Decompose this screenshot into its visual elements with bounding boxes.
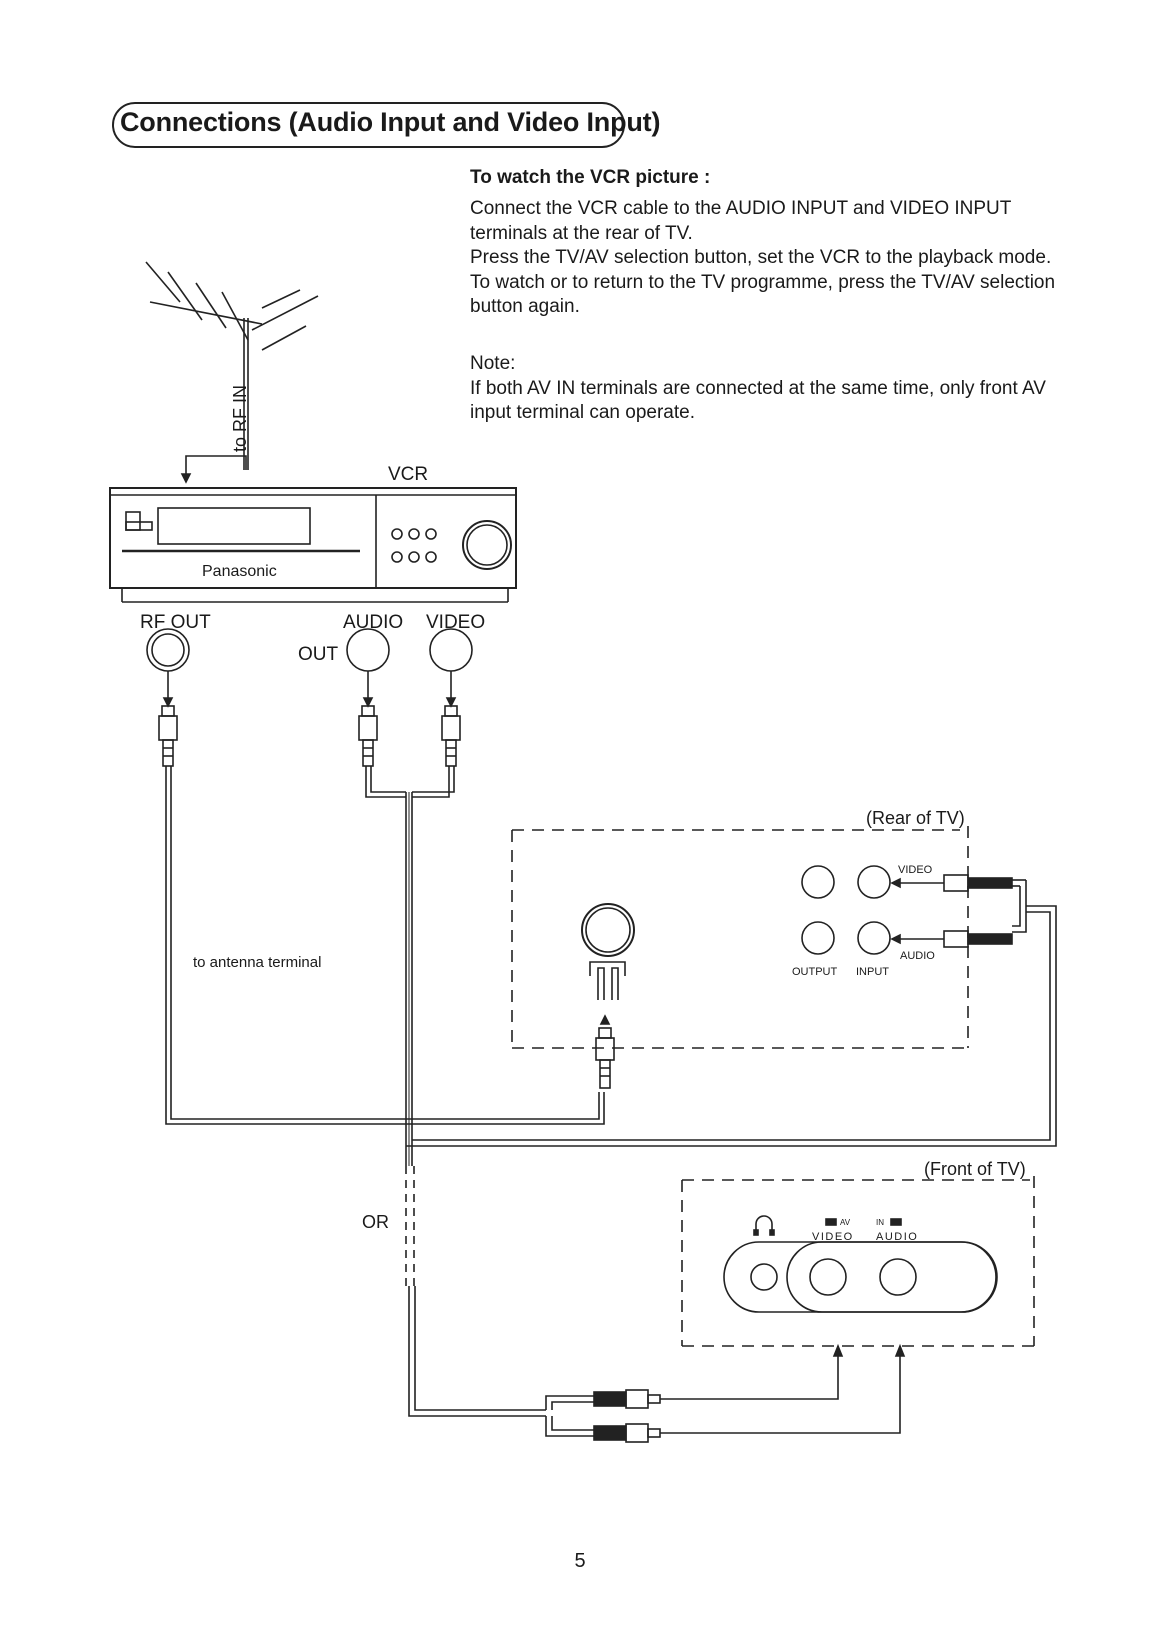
rear-output-audio-jack	[801, 921, 835, 955]
instructions-body: Connect the VCR cable to the AUDIO INPUT…	[470, 197, 1090, 320]
vcr-unit	[109, 487, 517, 603]
audio-label: AUDIO	[343, 612, 403, 633]
or-label: OR	[362, 1212, 389, 1232]
av-cable	[365, 766, 1057, 1166]
instructions-heading: To watch the VCR picture :	[470, 167, 711, 188]
front-indicator-icon	[825, 1218, 902, 1226]
note-text: If both AV IN terminals are connected at…	[470, 377, 1046, 424]
rear-audio-plug	[890, 930, 1013, 948]
vcr-audio-out-jack	[346, 628, 390, 672]
vcr-brand: Panasonic	[202, 563, 277, 580]
rear-antenna-terminal	[581, 903, 635, 1000]
rear-output-video-jack	[801, 865, 835, 899]
to-rf-in-label: to RF IN	[230, 385, 250, 452]
front-video-cable	[545, 1343, 844, 1410]
front-audio-jack	[879, 1258, 917, 1296]
page-title: Connections (Audio Input and Video Input…	[120, 107, 661, 137]
rear-antenna-plug	[595, 1014, 615, 1089]
rear-input-video-jack	[857, 865, 891, 899]
rear-input-audio-jack	[857, 921, 891, 955]
front-of-tv-label: (Front of TV)	[924, 1159, 1026, 1179]
front-video-label: VIDEO	[812, 1231, 854, 1243]
rear-output-label: OUTPUT	[792, 966, 838, 978]
tv-front-panel	[681, 1176, 1035, 1347]
to-antenna-terminal-label: to antenna terminal	[193, 954, 321, 971]
rear-input-label: INPUT	[856, 966, 889, 978]
instruction-paragraph: Press the TV/AV selection button, set th…	[470, 247, 1052, 268]
instruction-paragraph: To watch or to return to the TV programm…	[470, 271, 1056, 318]
page-number: 5	[574, 1550, 586, 1572]
front-in-label: IN	[876, 1218, 884, 1227]
headphone-icon	[753, 1215, 775, 1236]
front-audio-label: AUDIO	[876, 1231, 918, 1243]
front-headphone-jack	[750, 1263, 778, 1291]
front-video-jack	[809, 1258, 847, 1296]
rf-cable	[165, 766, 605, 1125]
title-frame	[112, 102, 625, 148]
out-label: OUT	[298, 644, 339, 665]
antenna-icon	[145, 261, 319, 470]
rear-video-plug	[890, 874, 1013, 892]
or-connector	[405, 1166, 546, 1417]
instruction-paragraph: Connect the VCR cable to the AUDIO INPUT…	[470, 198, 1012, 244]
video-plug	[441, 705, 461, 767]
rear-of-tv-label: (Rear of TV)	[866, 808, 965, 828]
vcr-rf-out-jack	[146, 628, 190, 672]
note-label: Note:	[470, 353, 516, 374]
audio-plug	[358, 705, 378, 767]
front-av-label: AV	[840, 1218, 851, 1227]
rear-video-label: VIDEO	[898, 864, 933, 876]
rear-audio-label: AUDIO	[900, 950, 935, 962]
rf-in-cable	[180, 455, 247, 484]
rf-out-label: RF OUT	[140, 612, 211, 633]
note-block: Note: If both AV IN terminals are connec…	[470, 352, 1090, 426]
vcr-video-out-jack	[429, 628, 473, 672]
vcr-label: VCR	[388, 464, 428, 485]
front-audio-cable	[545, 1343, 906, 1443]
video-label: VIDEO	[426, 612, 485, 633]
rf-plug	[158, 705, 178, 767]
